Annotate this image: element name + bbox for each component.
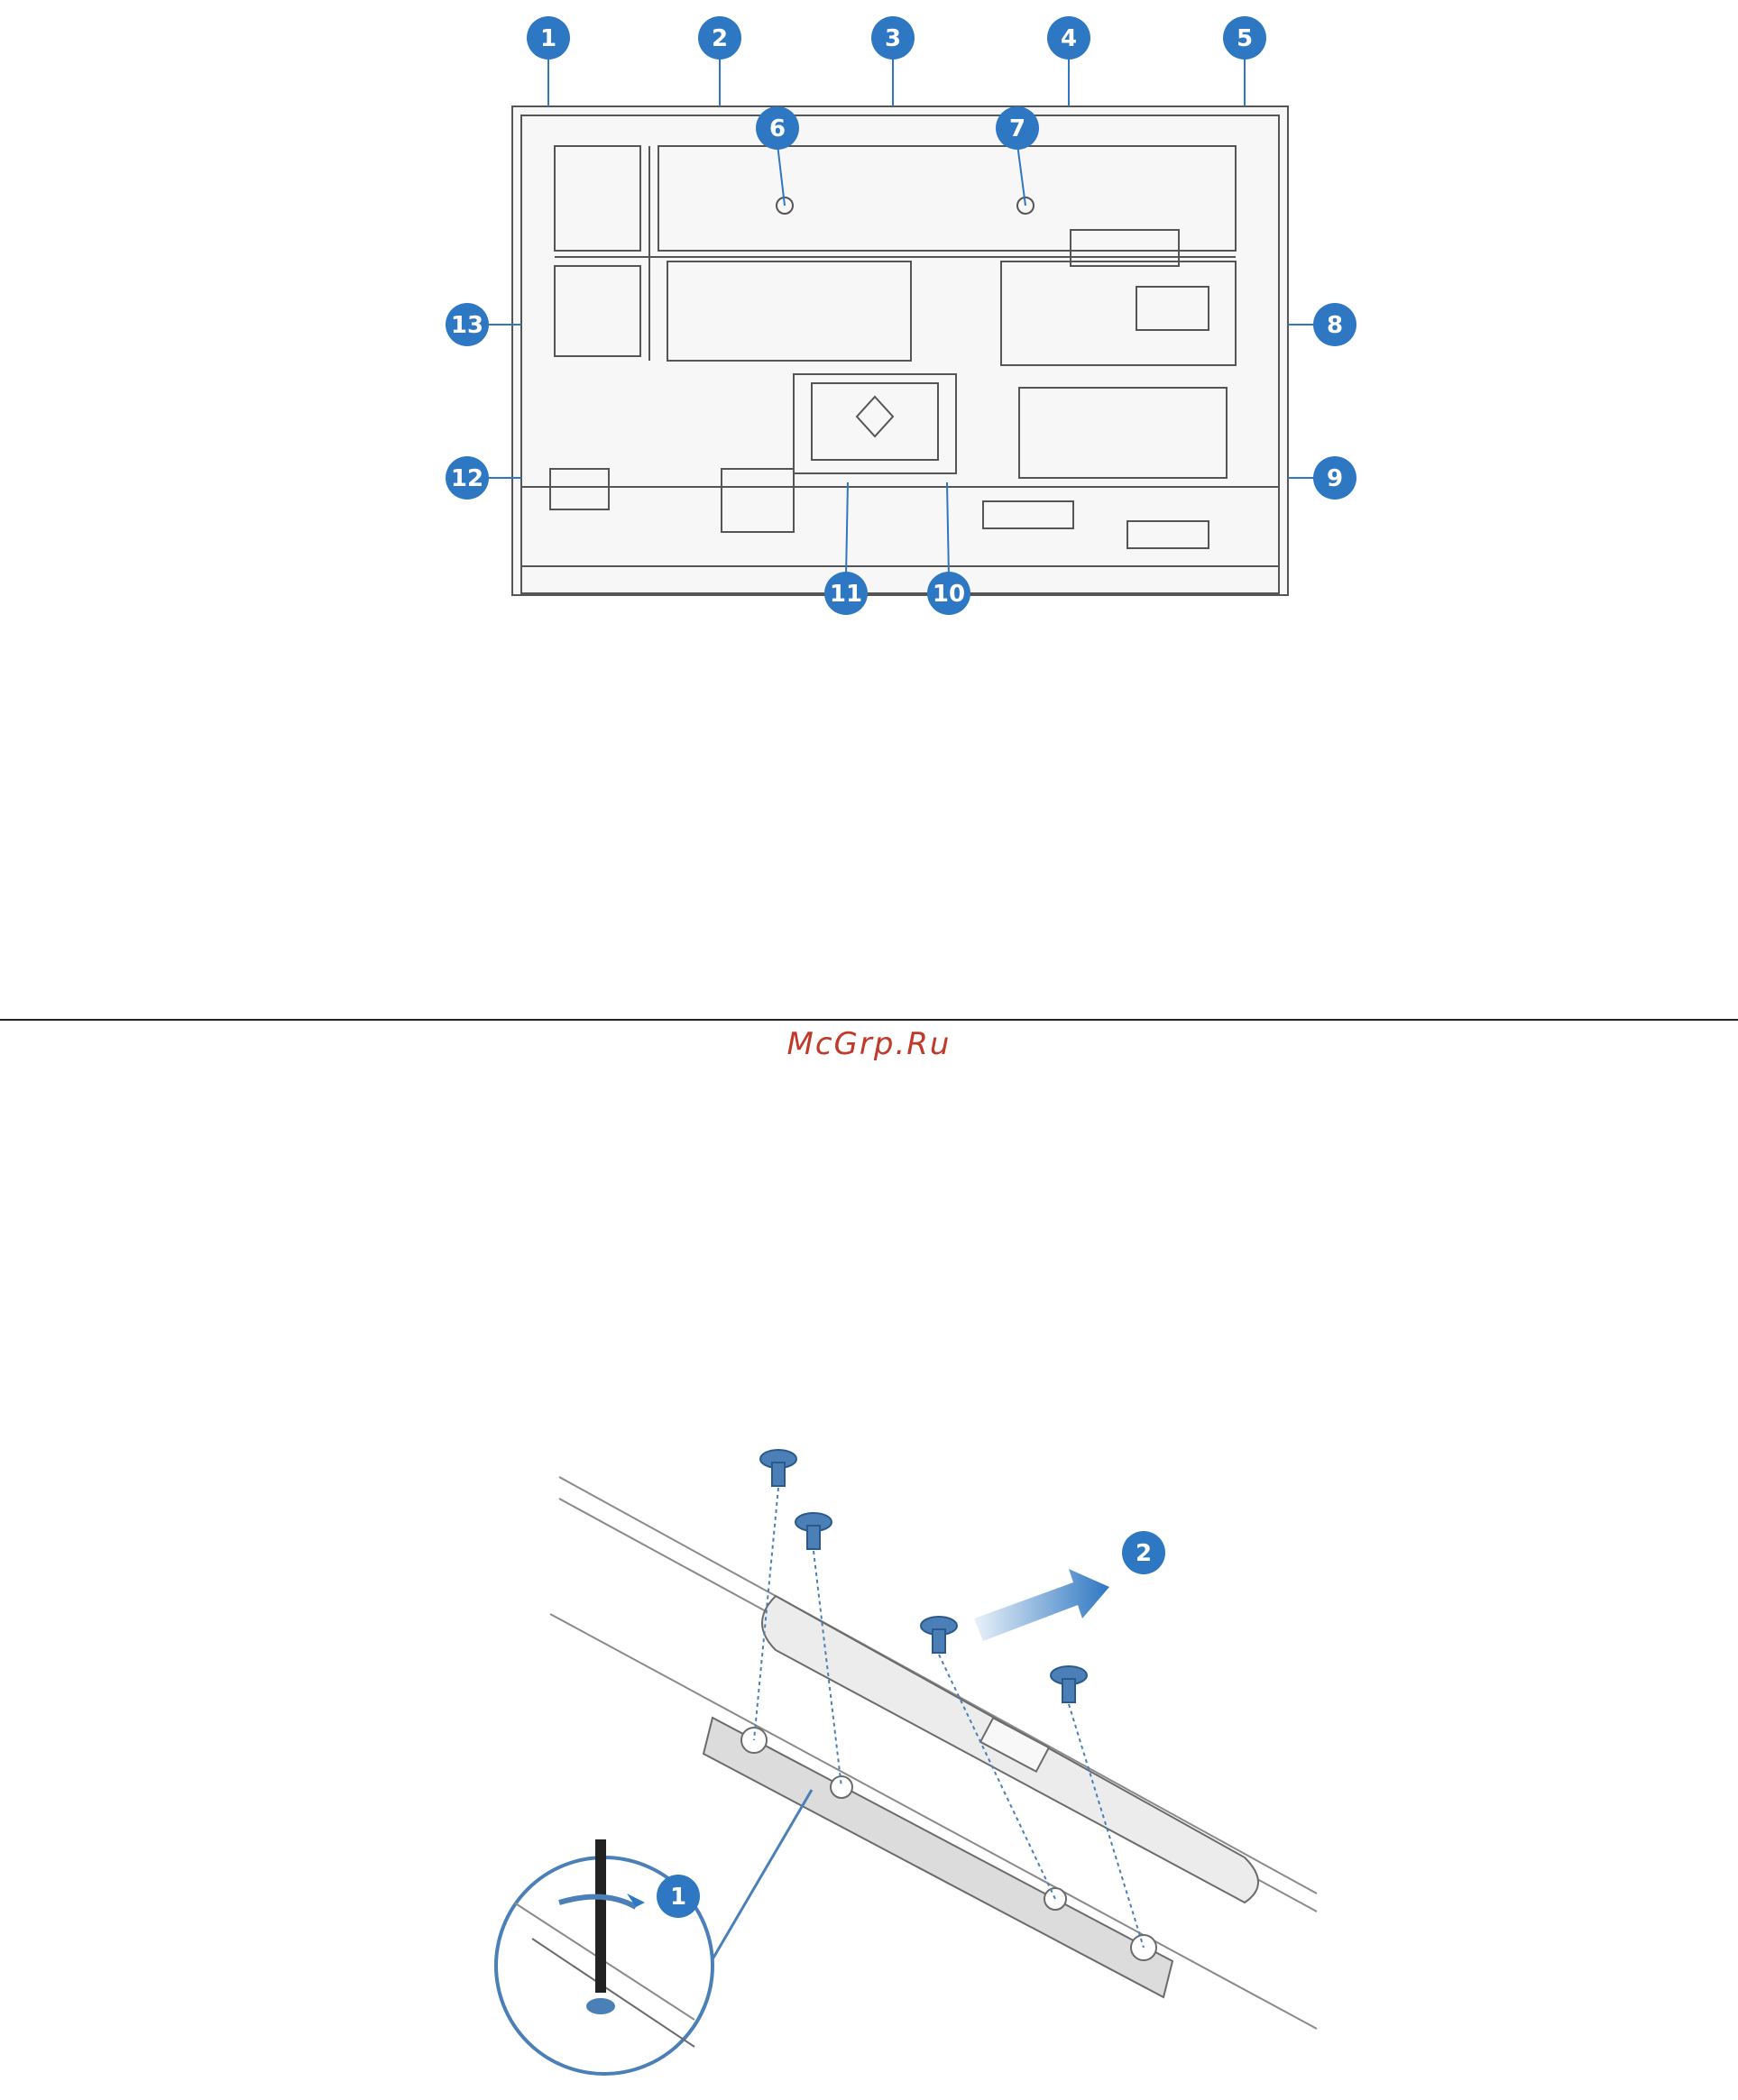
callout-2: 2 (698, 16, 741, 60)
callout-9: 9 (1313, 456, 1356, 500)
camera-bracket (703, 1718, 1172, 1997)
camera-removal-diagram: 2 1 (478, 1434, 1344, 2100)
svg-text:1: 1 (540, 25, 556, 52)
callout-bottom-2: 2 (1122, 1531, 1165, 1574)
svg-text:3: 3 (885, 25, 901, 52)
svg-text:5: 5 (1237, 25, 1253, 52)
callout-3: 3 (871, 16, 915, 60)
callout-8: 8 (1313, 303, 1356, 346)
callout-4: 4 (1047, 16, 1090, 60)
callout-bottom-1: 1 (657, 1875, 700, 1918)
svg-text:11: 11 (830, 581, 862, 608)
callout-5: 5 (1223, 16, 1266, 60)
page-divider (0, 1019, 1738, 1021)
svg-text:7: 7 (1009, 115, 1025, 142)
camera-module (762, 1596, 1258, 1903)
callout-10: 10 (927, 572, 970, 615)
callout-13: 13 (446, 303, 489, 346)
svg-text:9: 9 (1327, 465, 1343, 492)
rear-panel-screw-diagram: 1 2 3 4 5 6 7 8 9 10 11 12 13 (424, 0, 1380, 631)
removal-arrow (974, 1569, 1109, 1641)
svg-text:8: 8 (1327, 312, 1343, 339)
callout-7: 7 (996, 106, 1039, 150)
svg-text:2: 2 (712, 25, 728, 52)
watermark-text: McGrp.Ru (0, 1026, 1738, 1062)
svg-text:13: 13 (451, 312, 483, 339)
svg-text:1: 1 (670, 1884, 686, 1911)
svg-text:10: 10 (933, 581, 965, 608)
svg-text:12: 12 (451, 465, 483, 492)
svg-text:2: 2 (1136, 1540, 1152, 1567)
panel-chassis (512, 106, 1288, 595)
callout-11: 11 (824, 572, 868, 615)
svg-text:6: 6 (769, 115, 786, 142)
detail-magnifier (496, 1790, 812, 2074)
callout-6: 6 (756, 106, 799, 150)
callout-12: 12 (446, 456, 489, 500)
callout-1: 1 (527, 16, 570, 60)
svg-text:4: 4 (1061, 25, 1077, 52)
